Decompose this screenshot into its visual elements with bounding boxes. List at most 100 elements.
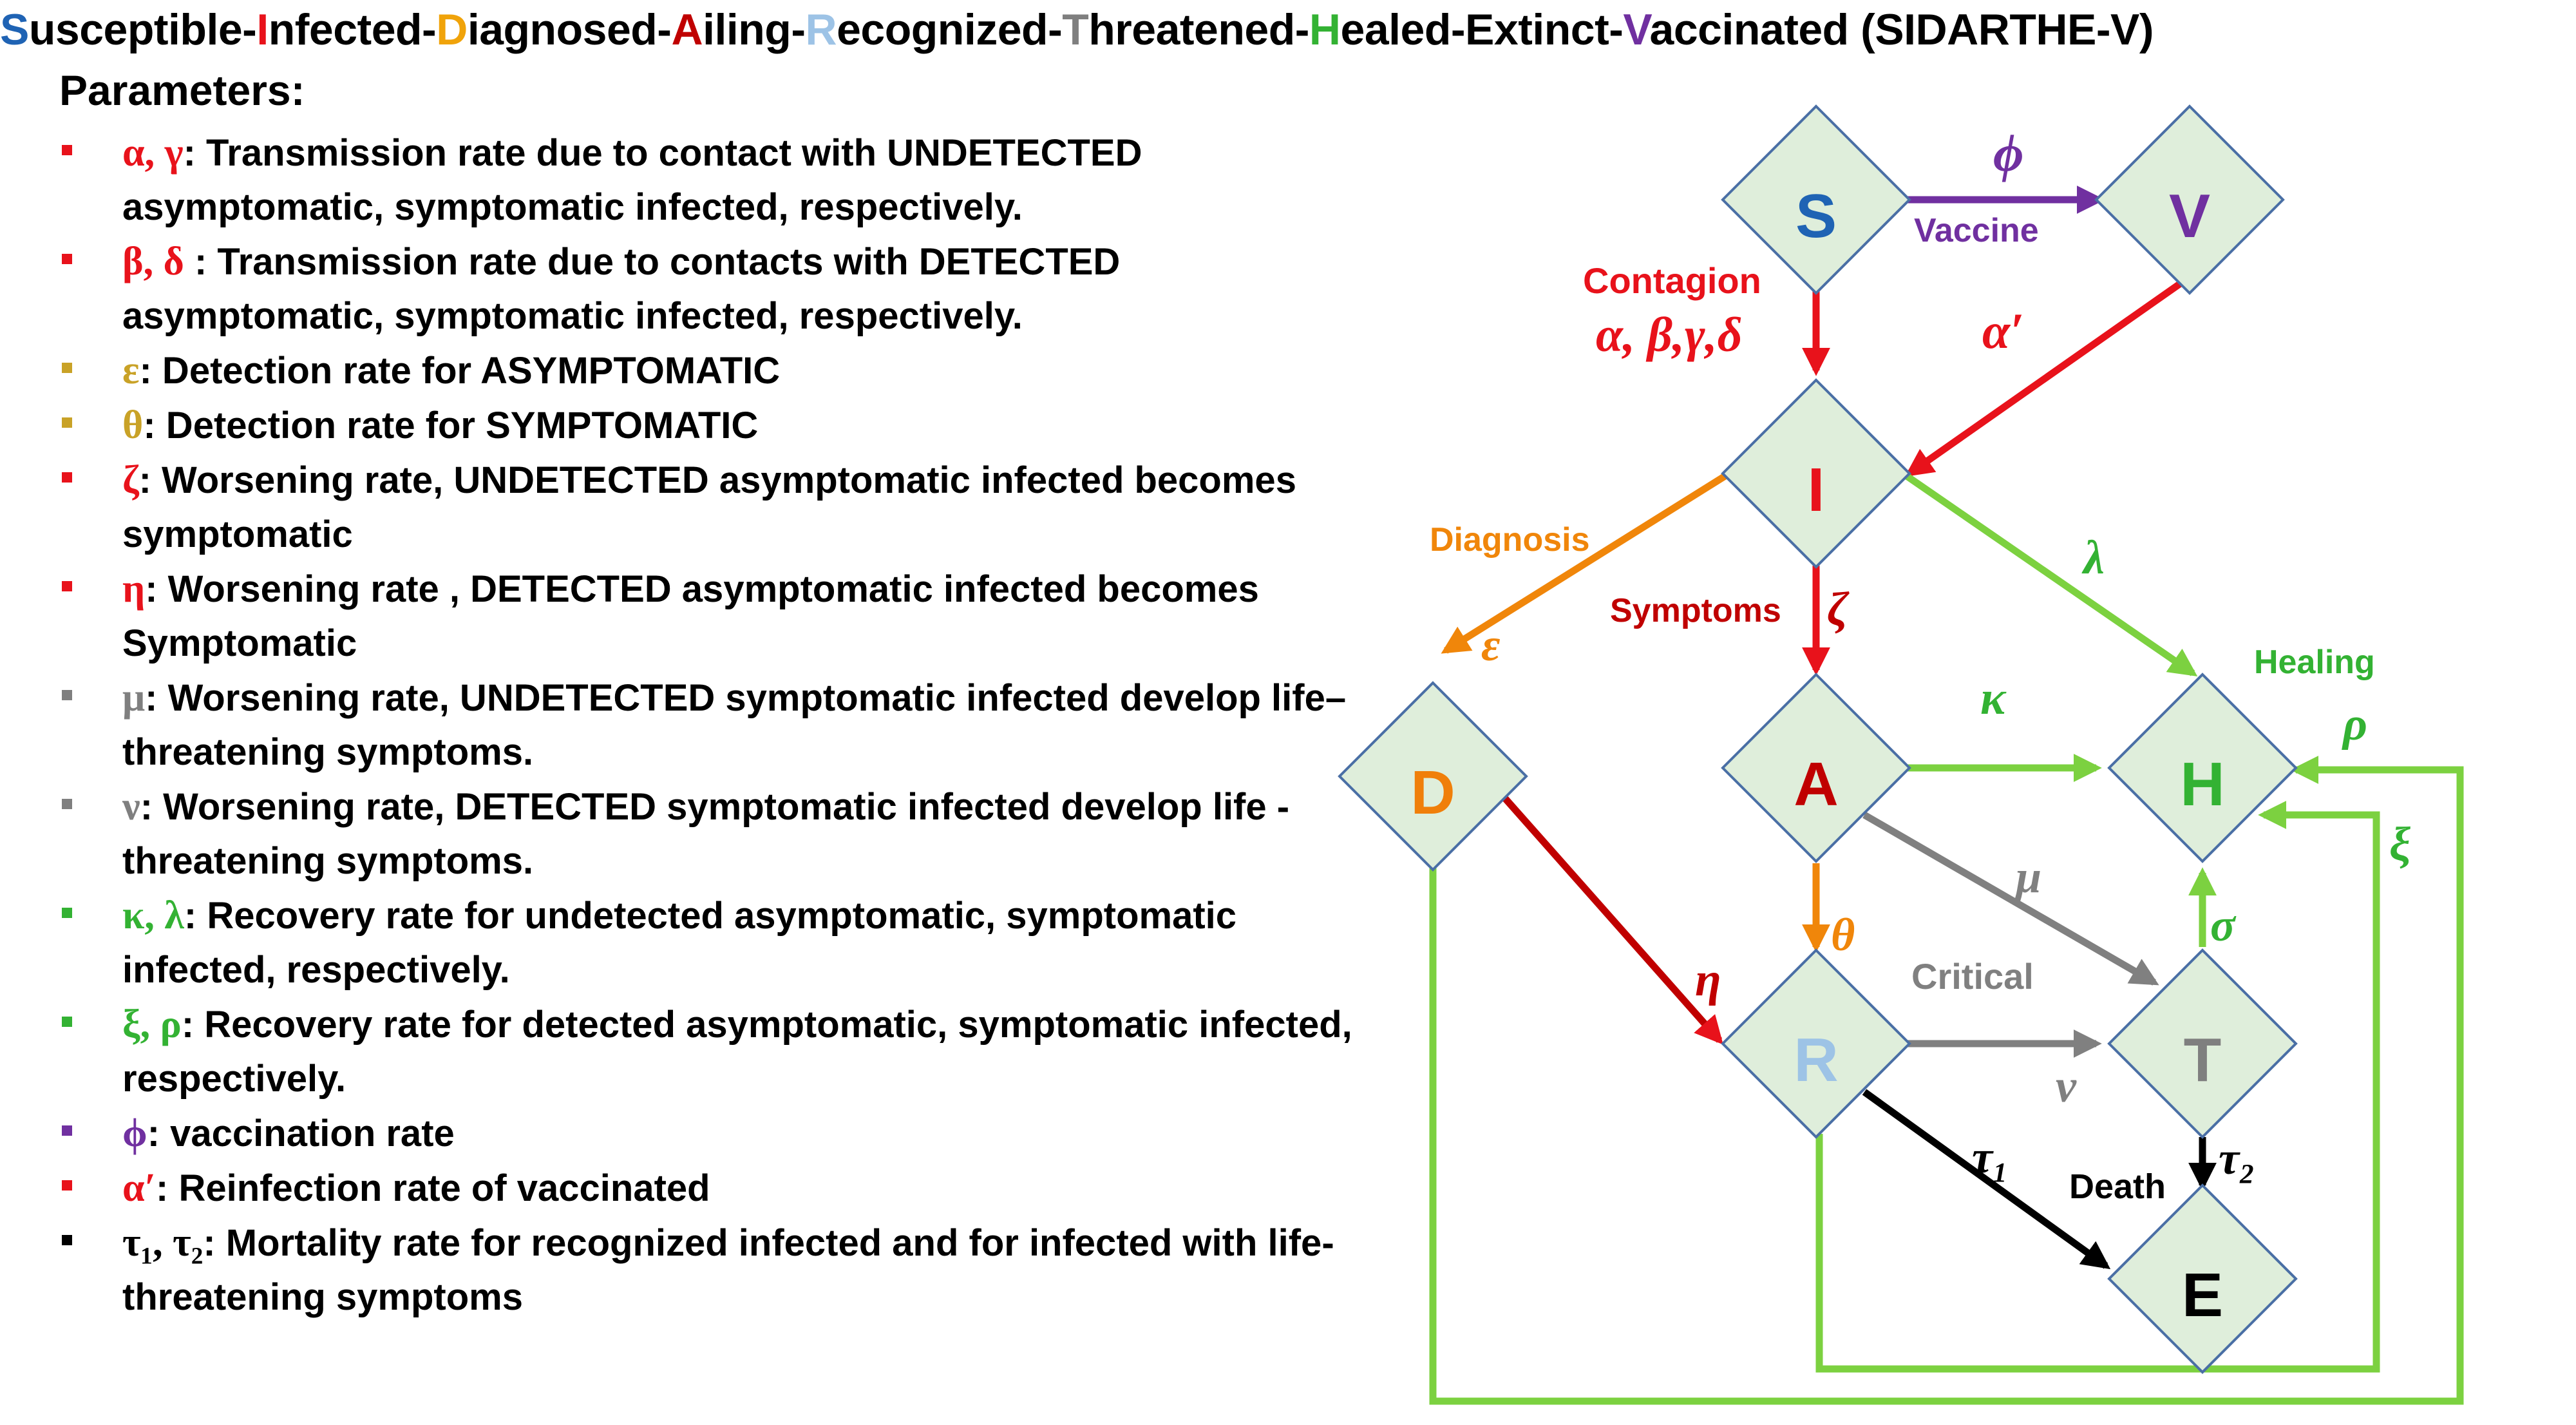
- node-label: V: [2169, 182, 2210, 251]
- parameters-list: α, γ: Transmission rate due to contact w…: [59, 126, 1354, 1325]
- title-part: ecognized-: [837, 5, 1063, 54]
- node-diamond: [1721, 948, 1911, 1139]
- node-i: I: [1721, 378, 1911, 569]
- label-eta: η: [1695, 953, 1721, 1006]
- label-vaccine: Vaccine: [1914, 212, 2039, 249]
- parameter-item: ξ, ρ: Recovery rate for detected asympto…: [59, 997, 1354, 1106]
- node-diamond: [2107, 673, 2298, 863]
- edge-a-to-t: [1862, 812, 2159, 986]
- node-diamond: [1721, 104, 1911, 295]
- bullet-square-icon: [62, 363, 72, 373]
- title-part: ealed-: [1340, 5, 1466, 54]
- node-label: S: [1795, 182, 1837, 251]
- parameter-item: κ, λ: Recovery rate for undetected asymp…: [59, 888, 1354, 997]
- label-nu: ν: [2056, 1060, 2077, 1112]
- parameter-symbol: ζ: [122, 458, 139, 502]
- title-part: iagnosed-: [467, 5, 672, 54]
- label-tau1: τ₁: [1972, 1131, 2009, 1183]
- parameter-symbol: κ, λ: [122, 894, 184, 937]
- parameter-item: θ: Detection rate for SYMPTOMATIC: [59, 398, 1354, 453]
- label-tau2: τ₂: [2219, 1133, 2255, 1184]
- title-part: V: [1623, 5, 1650, 54]
- title-part: S: [0, 5, 29, 54]
- bullet-square-icon: [62, 1125, 72, 1136]
- label-critical: Critical: [1911, 956, 2034, 997]
- title-part: xtinct-: [1493, 5, 1624, 54]
- label-theta: θ: [1831, 909, 1855, 961]
- bullet-square-icon: [62, 254, 72, 264]
- parameter-symbol: μ: [122, 676, 146, 720]
- label-lambda: λ: [2081, 531, 2105, 584]
- parameter-symbol: θ: [122, 403, 144, 447]
- parameter-item: ζ: Worsening rate, UNDETECTED asymptomat…: [59, 453, 1354, 562]
- parameters-heading: Parameters:: [59, 66, 305, 114]
- bullet-square-icon: [62, 690, 72, 700]
- parameter-symbol: β, δ: [122, 240, 184, 283]
- label-alpha-prime: α′: [1982, 303, 2024, 359]
- node-diamond: [1721, 378, 1911, 569]
- title-part: I: [256, 5, 269, 54]
- label-symptoms: Symptoms: [1610, 592, 1781, 629]
- node-h: H: [2107, 673, 2298, 863]
- node-label: H: [2180, 750, 2224, 819]
- title-part: hreatened-: [1088, 5, 1309, 54]
- label-kappa: κ: [1980, 672, 2007, 725]
- parameter-symbol: η: [122, 567, 146, 611]
- node-diamond: [2107, 948, 2298, 1139]
- title-part: iling-: [703, 5, 806, 54]
- node-s: S: [1721, 104, 1911, 295]
- title-part: accinated (SIDARTHE-V): [1649, 5, 2154, 54]
- parameter-symbol: ε: [122, 349, 140, 392]
- node-e: E: [2107, 1183, 2298, 1374]
- node-label: A: [1794, 750, 1838, 819]
- node-label: R: [1794, 1026, 1838, 1095]
- title-part: usceptible-: [28, 5, 257, 54]
- bullet-square-icon: [62, 908, 72, 918]
- parameter-description: : Worsening rate , DETECTED asymptomatic…: [122, 568, 1259, 664]
- node-diamond: [2094, 104, 2285, 295]
- parameter-symbol: α′: [122, 1166, 156, 1210]
- parameter-description: : Recovery rate for undetected asymptoma…: [122, 895, 1237, 991]
- parameter-item: ϕ: vaccination rate: [59, 1106, 1354, 1161]
- node-v: V: [2094, 104, 2285, 295]
- parameter-description: : Reinfection rate of vaccinated: [156, 1167, 710, 1209]
- parameter-description: : Worsening rate, DETECTED symptomatic i…: [122, 786, 1290, 882]
- bullet-square-icon: [62, 799, 72, 809]
- parameter-symbol: τ₁, τ₂: [122, 1221, 204, 1265]
- parameter-item: α′: Reinfection rate of vaccinated: [59, 1161, 1354, 1216]
- title-part: H: [1309, 5, 1341, 54]
- bullet-square-icon: [62, 417, 72, 428]
- parameter-item: ν: Worsening rate, DETECTED symptomatic …: [59, 779, 1354, 888]
- node-label: T: [2184, 1026, 2222, 1095]
- edge-d-to-h-rho: [1429, 756, 2464, 1405]
- label-zeta: ζ: [1827, 583, 1850, 636]
- node-a: A: [1721, 673, 1911, 863]
- title-part: E: [1465, 5, 1494, 54]
- parameter-description: : Mortality rate for recognized infected…: [122, 1222, 1334, 1318]
- label-rho: ρ: [2342, 698, 2367, 751]
- bullet-square-icon: [62, 1235, 72, 1245]
- node-diamond: [2107, 1183, 2298, 1374]
- parameter-item: ε: Detection rate for ASYMPTOMATIC: [59, 343, 1354, 398]
- bullet-square-icon: [62, 1017, 72, 1027]
- parameter-item: μ: Worsening rate, UNDETECTED symptomati…: [59, 671, 1354, 779]
- label-phi: ϕ: [1993, 124, 2023, 182]
- edge-v-to-i: [1904, 274, 2192, 477]
- node-label: E: [2182, 1261, 2223, 1330]
- edge-r-to-e: [1862, 1089, 2111, 1270]
- parameter-description: : Transmission rate due to contacts with…: [122, 241, 1121, 337]
- node-t: T: [2107, 948, 2298, 1139]
- edge-i-to-d: [1441, 470, 1731, 654]
- bullet-square-icon: [62, 472, 72, 483]
- label-epsilon: ε: [1481, 619, 1501, 671]
- node-r: R: [1721, 948, 1911, 1139]
- title-part: D: [436, 5, 468, 54]
- node-label: D: [1410, 758, 1455, 827]
- edge-r-to-h-xi: [1815, 801, 2380, 1373]
- label-mu: μ: [2013, 851, 2041, 903]
- title-part: nfected-: [268, 5, 437, 54]
- parameter-description: : Detection rate for SYMPTOMATIC: [143, 405, 759, 446]
- parameter-description: : Worsening rate, UNDETECTED symptomatic…: [122, 677, 1347, 773]
- parameter-symbol: ν: [122, 785, 140, 828]
